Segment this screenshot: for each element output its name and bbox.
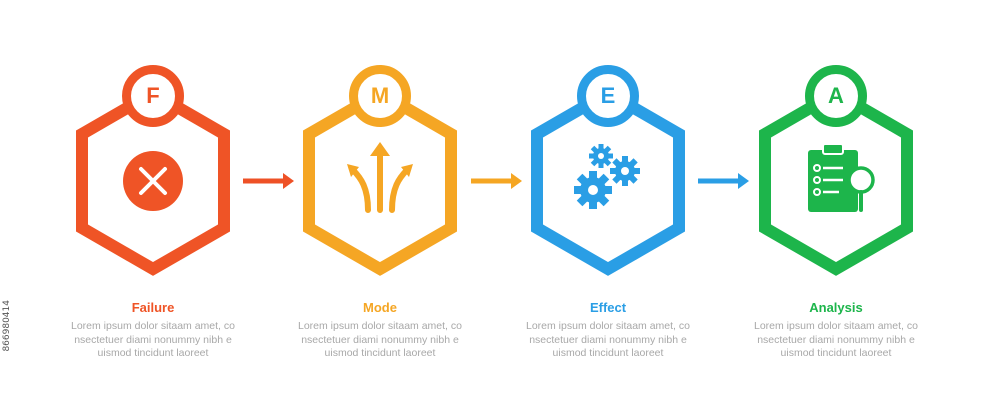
hexagon-frame [531,86,685,276]
step-title: Failure [131,300,175,315]
step-failure: F Failure Lorem ipsum dolor sitaam amet,… [38,0,268,419]
desc-line: nsectetuer diami nonummy nibh e [757,333,915,346]
x-circle-icon [123,151,183,211]
step-letter: F [146,83,160,108]
desc-line: uismod tincidunt laoreet [324,347,436,359]
desc-line: nsectetuer diami nonummy nibh e [529,333,687,346]
desc-line: nsectetuer diami nonummy nibh e [301,333,459,346]
branching-arrows-icon [347,142,413,213]
desc-line: Lorem ipsum dolor sitaam amet, co [71,320,235,332]
step-letter-badge: A [805,65,867,127]
step-description: Lorem ipsum dolor sitaam amet, co nsecte… [38,320,268,361]
step-mode: M Mode Lorem ipsum dolor sitaam amet, co… [265,0,495,419]
desc-line: uismod tincidunt laoreet [780,347,892,359]
step-description: Lorem ipsum dolor sitaam amet, co nsecte… [265,320,495,361]
hexagon-frame [303,86,457,276]
step-description: Lorem ipsum dolor sitaam amet, co nsecte… [493,320,723,361]
step-letter-badge: M [349,65,411,127]
side-code: 866980414 [2,300,12,352]
gears-icon [574,144,640,209]
desc-line: Lorem ipsum dolor sitaam amet, co [526,320,690,332]
step-letter: A [828,83,844,108]
step-letter: M [370,83,390,108]
arrow-icon [698,173,749,189]
step-letter-badge: E [577,65,639,127]
step-title: Effect [589,300,627,315]
desc-line: nsectetuer diami nonummy nibh e [74,333,232,346]
desc-line: Lorem ipsum dolor sitaam amet, co [754,320,918,332]
arrow-icon [471,173,522,189]
step-title: Mode [363,300,397,315]
step-effect: E Effect Lorem ipsum dolor sitaam amet, … [493,0,723,419]
desc-line: uismod tincidunt laoreet [552,347,664,359]
step-analysis: A Analysis Lorem ipsum dolor sitaam amet… [721,0,951,419]
step-letter-badge: F [122,65,184,127]
hexagon-frame [759,86,913,276]
step-letter: E [600,83,616,108]
step-description: Lorem ipsum dolor sitaam amet, co nsecte… [721,320,951,361]
hexagon-frame [76,86,230,276]
step-title: Analysis [809,300,863,315]
arrow-icon [243,173,294,189]
desc-line: Lorem ipsum dolor sitaam amet, co [298,320,462,332]
desc-line: uismod tincidunt laoreet [97,347,209,359]
clipboard-magnifier-icon [808,143,875,212]
